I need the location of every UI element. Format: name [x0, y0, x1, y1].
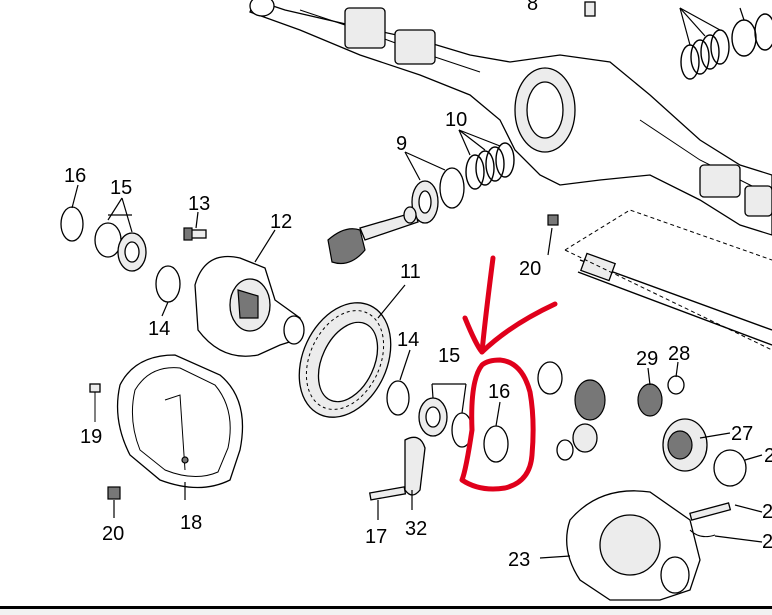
label-10: 10: [445, 109, 467, 131]
seal-14-left: [155, 265, 181, 303]
label-23: 23: [508, 549, 530, 571]
red-highlight-annotation: [459, 255, 558, 492]
bearing-15-right: [418, 383, 473, 448]
plug-20-top: [547, 214, 559, 226]
shim-rings-10: [458, 129, 515, 190]
label-17: 17: [365, 526, 387, 548]
label-14-left: 14: [148, 318, 170, 340]
ring-gear-11: [298, 284, 406, 418]
label-15-right: 15: [438, 345, 460, 367]
label-32: 32: [405, 518, 427, 540]
label-29: 29: [636, 348, 658, 370]
highlight-arrow-head: [462, 301, 558, 355]
label-16-left: 16: [64, 165, 86, 187]
label-13: 13: [188, 193, 210, 215]
seal-rings-top: [679, 7, 772, 80]
differential-case-12: [194, 229, 305, 357]
differential-cover-18: [116, 354, 244, 500]
label-16-right: 16: [488, 381, 510, 403]
differential-carrier-27: [662, 418, 763, 487]
label-28: 28: [668, 343, 690, 365]
bolt-19: [89, 383, 101, 422]
bracket-32: [368, 436, 426, 520]
seal-16-right: [483, 425, 509, 463]
bolt-13: [183, 211, 207, 241]
label-15-left: 15: [110, 177, 132, 199]
plug-20-bottom: [107, 486, 121, 500]
axle-housing: [249, 0, 772, 236]
label-2-b: 2: [762, 501, 772, 523]
label-20-bottom: 20: [102, 523, 124, 545]
label-2-c: 2: [762, 531, 772, 553]
label-14-right: 14: [397, 329, 419, 351]
label-18: 18: [180, 512, 202, 534]
seal-16-left: [60, 206, 84, 242]
spider-gears: [537, 361, 685, 461]
pinion-bearing-9: [404, 151, 465, 224]
highlight-circle: [459, 357, 536, 492]
label-19: 19: [80, 426, 102, 448]
bearing-15-left: [94, 197, 147, 272]
pinion-gear: [327, 206, 419, 265]
cross-pins: [689, 502, 763, 543]
bottom-border-bar: [0, 606, 772, 615]
label-11: 11: [400, 261, 421, 283]
differential-housing-23: [539, 490, 701, 601]
label-12: 12: [270, 211, 292, 233]
label-2-a: 2: [764, 445, 772, 467]
highlight-arrow-shaft: [479, 255, 496, 355]
axle-shaft: [564, 209, 772, 351]
label-27: 27: [731, 423, 753, 445]
label-9: 9: [396, 133, 407, 155]
label-20-top: 20: [519, 258, 541, 280]
seal-14-right: [386, 380, 410, 416]
label-8: 8: [527, 0, 538, 15]
